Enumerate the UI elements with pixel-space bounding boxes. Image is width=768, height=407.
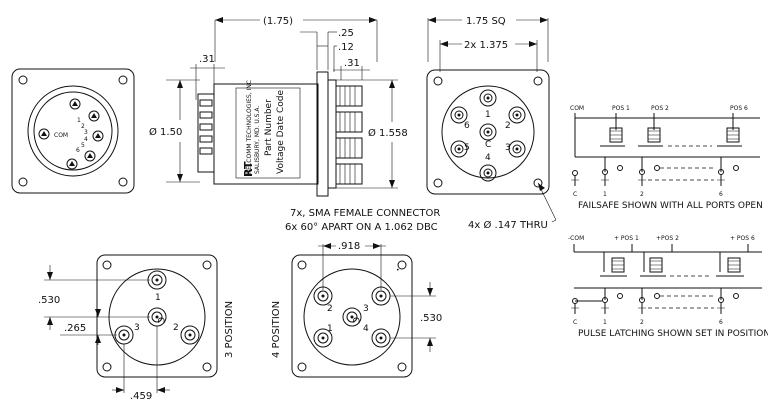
pos3-port-2: 2 [173,323,179,333]
dim-25: .25 [338,28,354,39]
fs-n1: 1 [603,191,607,198]
end-port-5: 5 [464,143,470,153]
fs-com-label: COM [570,105,584,112]
end-port-1: 1 [485,110,491,120]
fs-pos2-label: POS 2 [651,105,669,112]
failsafe-schematic: COM POS 1 POS 2 POS 6 C [570,105,763,211]
fs-pos1-label: POS 1 [612,105,630,112]
pl-pos6-label: + POS 6 [730,235,755,242]
fs-caption: FAILSAFE SHOWN WITH ALL PORTS OPEN [578,201,763,211]
dim-1-75-sq: 1.75 SQ [466,16,506,27]
side-view: (1.75) .25 .12 .31 .31 Ø 1.50 [149,16,440,233]
end-port-3: 3 [505,143,511,153]
pos3-center: C [155,317,165,323]
pos4-port-1: 1 [327,324,333,334]
note-connector-2: 6x 60° APART ON A 1.062 DBC [285,222,438,233]
fs-n2: 2 [640,191,644,198]
dim-12: .12 [338,42,354,53]
pos4-port-2: 2 [327,304,333,314]
dim-dia-1558: Ø 1.558 [368,127,408,139]
pl-n1: 1 [603,319,607,326]
dim-530-left: .530 [38,295,60,306]
front-port-5: 5 [81,142,85,149]
pos3-port-1: 1 [155,293,161,303]
fs-pos6-label: POS 6 [730,105,748,112]
end-port-2: 2 [505,121,511,131]
fs-c: C [573,191,577,198]
four-position-view: .918 1 2 3 4 C • .530 4 POSITION [271,241,442,378]
front-port-3: 3 [84,129,88,136]
label-part-number: Part Number [264,99,274,156]
dim-530-right: .530 [420,313,442,324]
pl-pos1-label: + POS 1 [614,235,639,242]
front-face-view: COM 1 2 3 4 5 6 [11,68,135,194]
three-position-view: 1 2 3 C .530 .265 .459 3 POSITION [38,254,235,402]
label-company: RELCOMM TECHNOLOGIES, INC [246,80,253,174]
dim-31-right: .31 [344,58,360,69]
dim-459: .459 [130,391,152,402]
pos3-label: 3 POSITION [224,301,235,358]
end-view: 1.75 SQ 2x 1.375 1 2 3 4 5 6 C 4x Ø .147 [426,16,557,231]
end-port-4: 4 [485,153,491,163]
pulse-latching-schematic: -COM + POS 1 +POS 2 + POS 6 [568,235,768,339]
pl-n6: 6 [719,319,723,326]
front-port-1: 1 [77,117,81,124]
dim-31-left: .31 [199,54,215,65]
end-port-6: 6 [464,121,470,131]
pos4-label: 4 POSITION [271,301,282,358]
dim-bolt-spacing: 2x 1.375 [464,40,508,51]
dim-918: .918 [338,241,360,252]
label-salisbury: SALISBURY, MD. U.S.A. [254,106,261,174]
note-connector-1: 7x, SMA FEMALE CONNECTOR [290,208,440,219]
front-port-2: 2 [81,123,85,130]
front-port-6: 6 [76,147,80,154]
dim-dia-150: Ø 1.50 [149,126,182,138]
dim-265: .265 [64,323,86,334]
pl-caption: PULSE LATCHING SHOWN SET IN POSITION 1 [578,329,768,339]
pl-pos2-label: +POS 2 [656,235,679,242]
front-com-label: COM [54,132,68,139]
pos4-port-3: 3 [363,304,369,314]
label-logo: RT [242,161,255,177]
front-port-4: 4 [84,136,88,143]
note-thru: 4x Ø .147 THRU [468,219,548,231]
pl-c: C [573,319,577,326]
pos4-dot: • [396,267,400,274]
pos4-center: C [350,317,360,323]
pl-com-label: -COM [568,235,584,242]
pl-n2: 2 [640,319,644,326]
pos4-port-4: 4 [363,324,369,334]
pos3-port-3: 3 [134,323,140,333]
dim-overall-length: (1.75) [263,16,293,27]
label-date-code: Voltage Date Code [276,90,286,174]
fs-n6: 6 [719,191,723,198]
end-center: C [485,140,491,150]
